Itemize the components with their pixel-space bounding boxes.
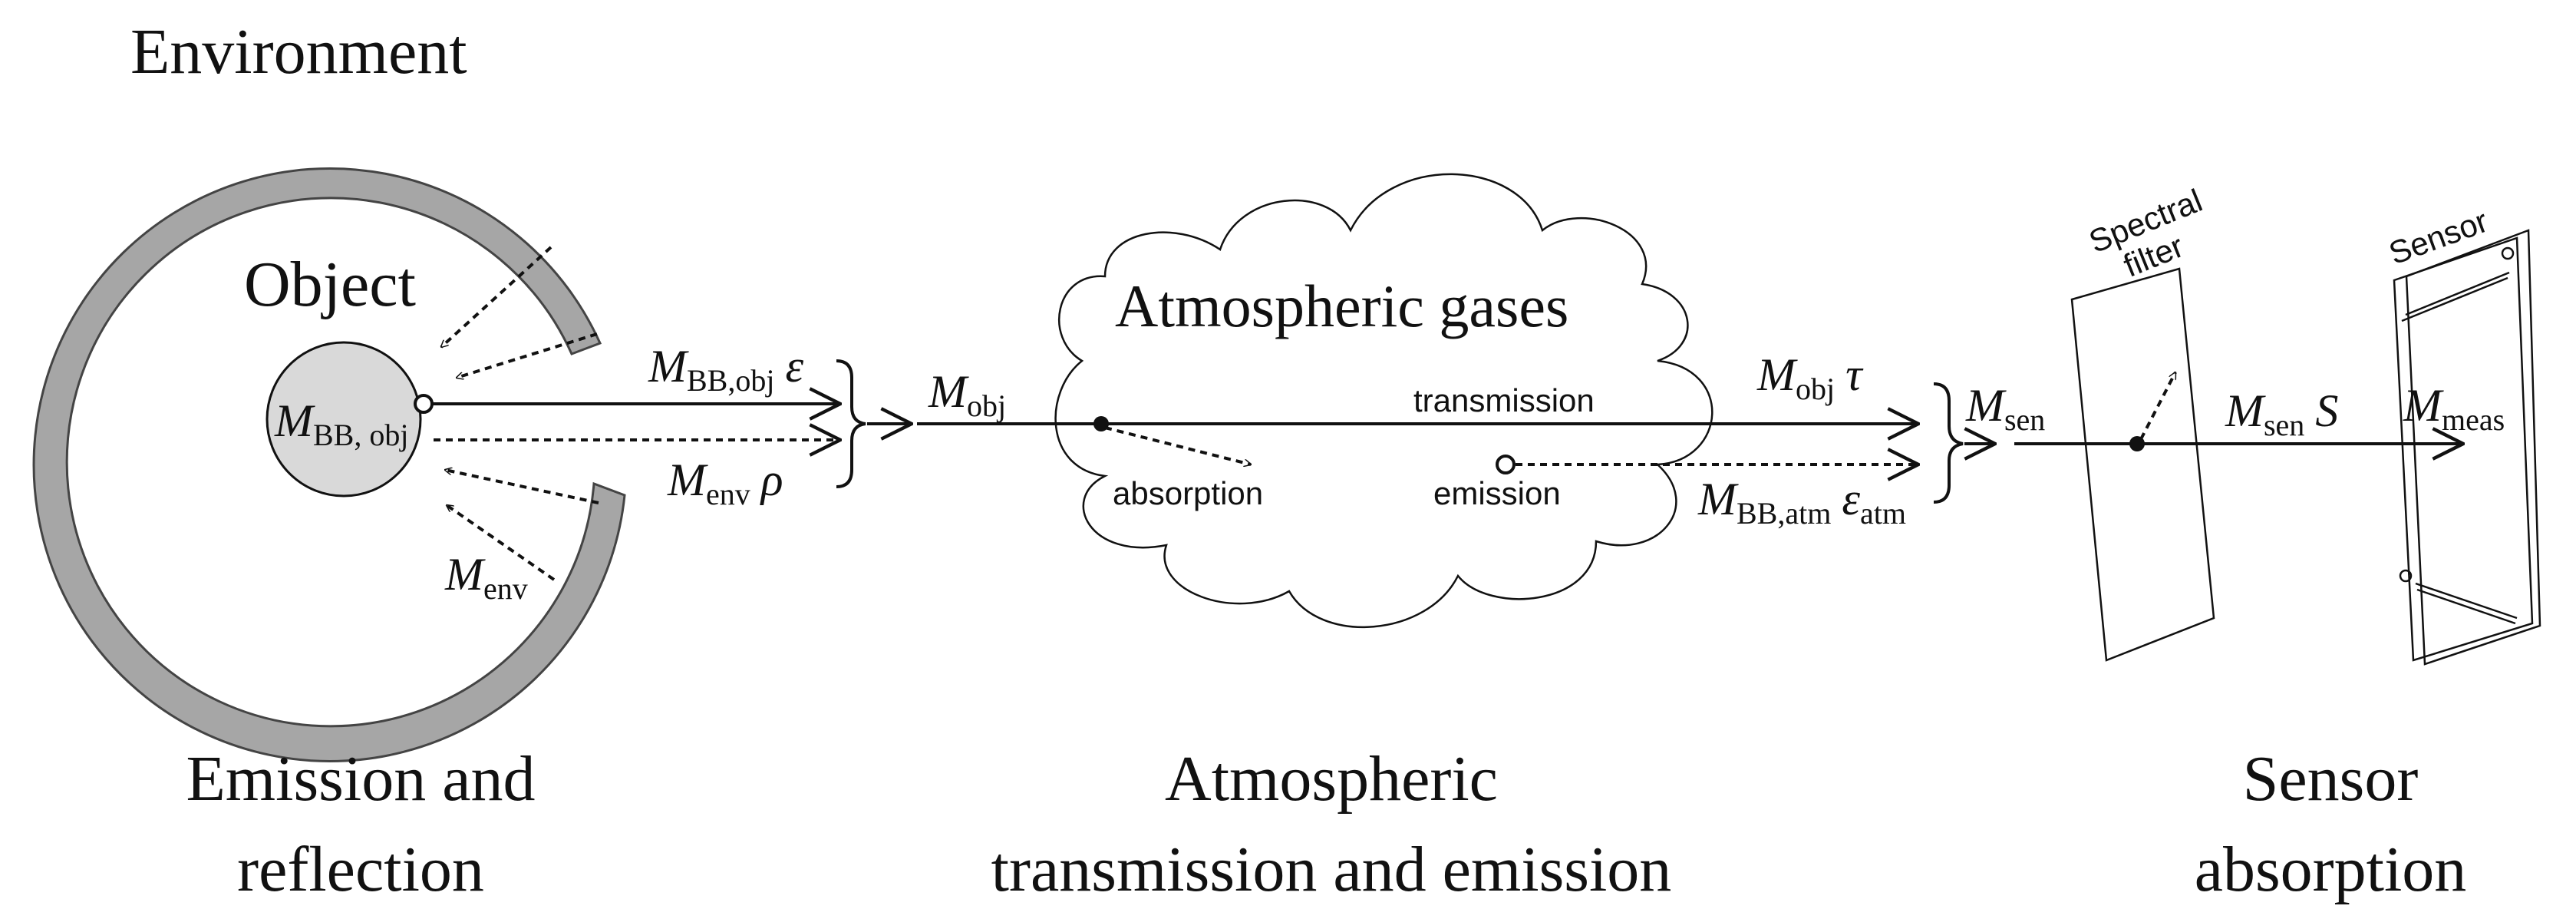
caption-sensor-absorption: Sensor absorption <box>2195 743 2467 905</box>
environment-ring <box>32 167 626 762</box>
sum-brace-2 <box>1933 382 1964 504</box>
sensor-bottom-slot <box>2415 582 2518 620</box>
object-radiance-label: MBB, obj <box>274 395 408 452</box>
env-radiance-label: Menv <box>444 549 528 606</box>
emission-point <box>1496 455 1516 474</box>
env-reflection-arrow-1 <box>441 246 552 347</box>
filter-absorption-arrow <box>2139 372 2177 440</box>
sensor-plate <box>2393 236 2534 662</box>
absorption-label: absorption <box>1113 475 1263 511</box>
atm-input-label: Mobj <box>928 366 1006 423</box>
sensor-plate-back <box>2405 229 2541 666</box>
transmission-label: transmission <box>1413 382 1595 418</box>
svg-text:Atmospheric: Atmospheric <box>1165 743 1498 815</box>
sensor-top-slot <box>2405 271 2510 316</box>
filter-absorption-point <box>2129 436 2145 451</box>
sensor-top-slot-2 <box>2401 276 2508 322</box>
atmosphere-cloud <box>1054 173 1713 629</box>
env-reflection-arrow-3 <box>445 470 599 504</box>
caption-atmospheric: Atmospheric transmission and emission <box>991 743 1672 905</box>
sensor-screw-bottom <box>2399 569 2413 583</box>
env-reflection-arrow-4 <box>447 504 556 581</box>
object-emission-point <box>414 394 434 414</box>
emission-label: emission <box>1433 475 1561 511</box>
svg-text:Sensor: Sensor <box>2384 203 2492 272</box>
svg-text:Sensor: Sensor <box>2243 743 2419 815</box>
spectral-filter-plate <box>2070 267 2215 662</box>
sum-brace-1 <box>836 359 866 488</box>
svg-text:absorption: absorption <box>2195 834 2467 905</box>
sensor-bottom-slot-2 <box>2416 588 2516 625</box>
caption-emission-reflection: Emission and reflection <box>186 743 536 905</box>
environment-title: Environment <box>130 16 467 88</box>
measured-radiance-label: Mmeas <box>2403 380 2505 437</box>
absorption-arrow <box>1104 426 1251 464</box>
sensor-radiance-label: Msen <box>1965 380 2045 437</box>
svg-text:transmission and emission: transmission and emission <box>991 834 1672 905</box>
object-disk <box>266 341 422 498</box>
svg-text:reflection: reflection <box>237 834 484 905</box>
sensor-title: Sensor <box>2384 203 2492 272</box>
svg-text:Emission and: Emission and <box>186 743 536 815</box>
sensor-screw-top <box>2501 246 2515 260</box>
object-title: Object <box>244 249 416 320</box>
atmospheric-gases-title: Atmospheric gases <box>1115 273 1568 339</box>
